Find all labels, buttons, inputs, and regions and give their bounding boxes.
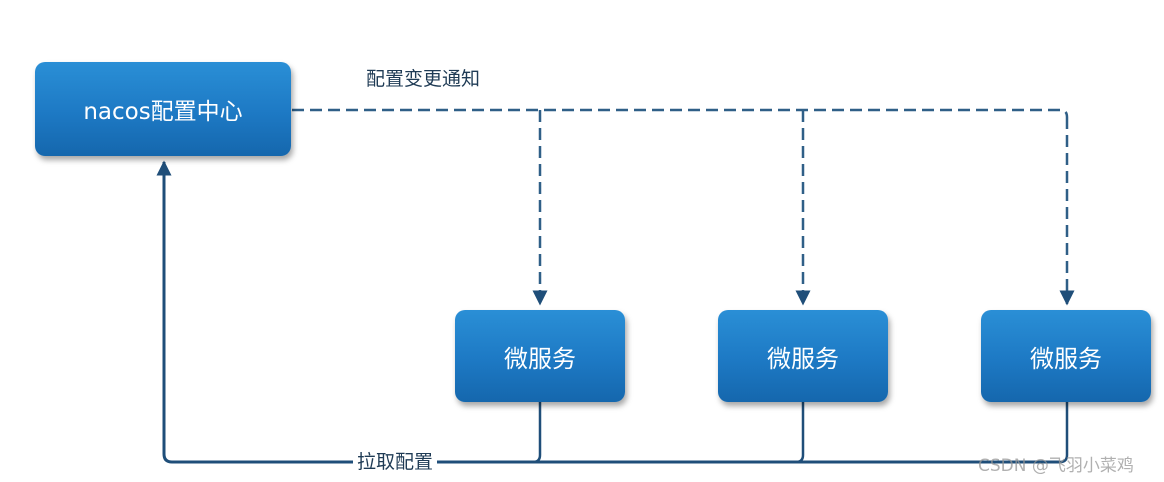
- pull-line-svc-2: [1059, 402, 1069, 464]
- config-center-label: nacos配置中心: [83, 99, 243, 125]
- microservice-label: 微服务: [1030, 344, 1102, 373]
- config-center-node: nacos配置中心: [35, 62, 291, 156]
- microservice-node-3: 微服务: [981, 310, 1151, 402]
- notify-line-main: [292, 108, 1069, 118]
- pull-line-svc-1: [795, 402, 805, 464]
- pull-line-main: [156, 160, 1060, 464]
- watermark: CSDN @飞羽小菜鸡: [978, 456, 1134, 476]
- microservice-label: 微服务: [767, 344, 839, 373]
- microservice-node-1: 微服务: [455, 310, 625, 402]
- microservice-label: 微服务: [504, 344, 576, 373]
- pull-line-svc-0: [532, 402, 542, 464]
- pull-edge-label: 拉取配置: [353, 447, 438, 474]
- microservice-node-2: 微服务: [718, 310, 888, 402]
- notify-edge-label: 配置变更通知: [366, 68, 481, 90]
